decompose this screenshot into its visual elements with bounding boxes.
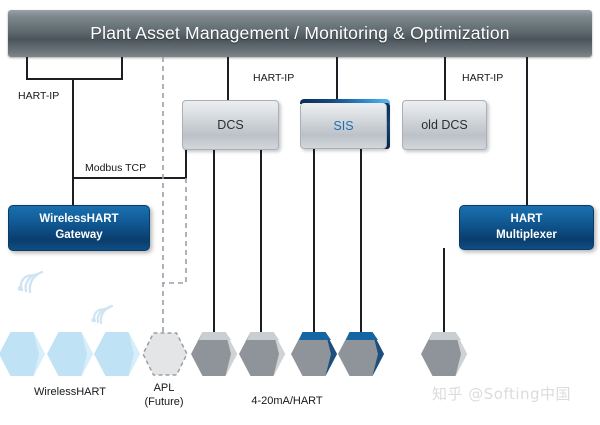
device-hex-multiplexer-field[interactable] bbox=[421, 330, 467, 378]
link-label-hart-ip-mid: HART-IP bbox=[253, 72, 295, 84]
system-box-dcs[interactable]: DCS bbox=[182, 100, 279, 150]
wireless-signal-icon bbox=[14, 268, 44, 299]
device-hex-hart-1[interactable] bbox=[191, 330, 237, 378]
hart-multiplexer-box[interactable]: HART Multiplexer bbox=[459, 205, 594, 250]
device-hex-wirelesshart-2[interactable] bbox=[47, 330, 93, 378]
system-box-old-dcs-label: old DCS bbox=[421, 118, 468, 132]
plant-asset-management-header: Plant Asset Management / Monitoring & Op… bbox=[8, 10, 592, 57]
wirelesshart-gateway-label-line2: Gateway bbox=[55, 229, 103, 241]
device-hex-hart-2[interactable] bbox=[239, 330, 285, 378]
system-box-sis-label: SIS bbox=[333, 118, 354, 133]
hart-multiplexer-label-line1: HART bbox=[510, 212, 543, 225]
link-label-modbus-tcp: Modbus TCP bbox=[85, 162, 147, 174]
system-box-sis[interactable]: SIS bbox=[300, 103, 387, 149]
device-hex-apl-future[interactable] bbox=[142, 330, 188, 378]
group-label-wirelesshart: WirelessHART bbox=[34, 386, 106, 398]
watermark-text: 知乎 @Softing中国 bbox=[432, 385, 572, 403]
link-label-hart-ip-left: HART-IP bbox=[18, 90, 60, 102]
group-label-apl-line1: APL bbox=[153, 382, 175, 394]
system-box-old-dcs[interactable]: old DCS bbox=[402, 100, 487, 150]
sis-top-accent bbox=[300, 99, 390, 104]
device-hex-hart-sis-1[interactable] bbox=[291, 330, 337, 378]
system-box-dcs-label: DCS bbox=[217, 118, 244, 132]
device-hex-hart-sis-2[interactable] bbox=[338, 330, 384, 378]
link-label-hart-ip-right: HART-IP bbox=[462, 72, 504, 84]
device-hex-wirelesshart-1[interactable] bbox=[0, 330, 45, 378]
page-title: Plant Asset Management / Monitoring & Op… bbox=[90, 23, 510, 43]
group-label-apl-line2: (Future) bbox=[144, 396, 184, 409]
wirelesshart-gateway-label-line1: WirelessHART bbox=[39, 213, 119, 226]
wirelesshart-gateway-box[interactable]: WirelessHART Gateway bbox=[8, 205, 150, 251]
device-hex-wirelesshart-3[interactable] bbox=[94, 330, 140, 378]
wireless-signal-icon-2 bbox=[88, 303, 114, 330]
group-label-apl: APL (Future) bbox=[128, 381, 200, 410]
group-label-4-20ma-hart: 4-20mA/HART bbox=[251, 395, 323, 407]
hart-multiplexer-label-line2: Multiplexer bbox=[496, 228, 557, 241]
